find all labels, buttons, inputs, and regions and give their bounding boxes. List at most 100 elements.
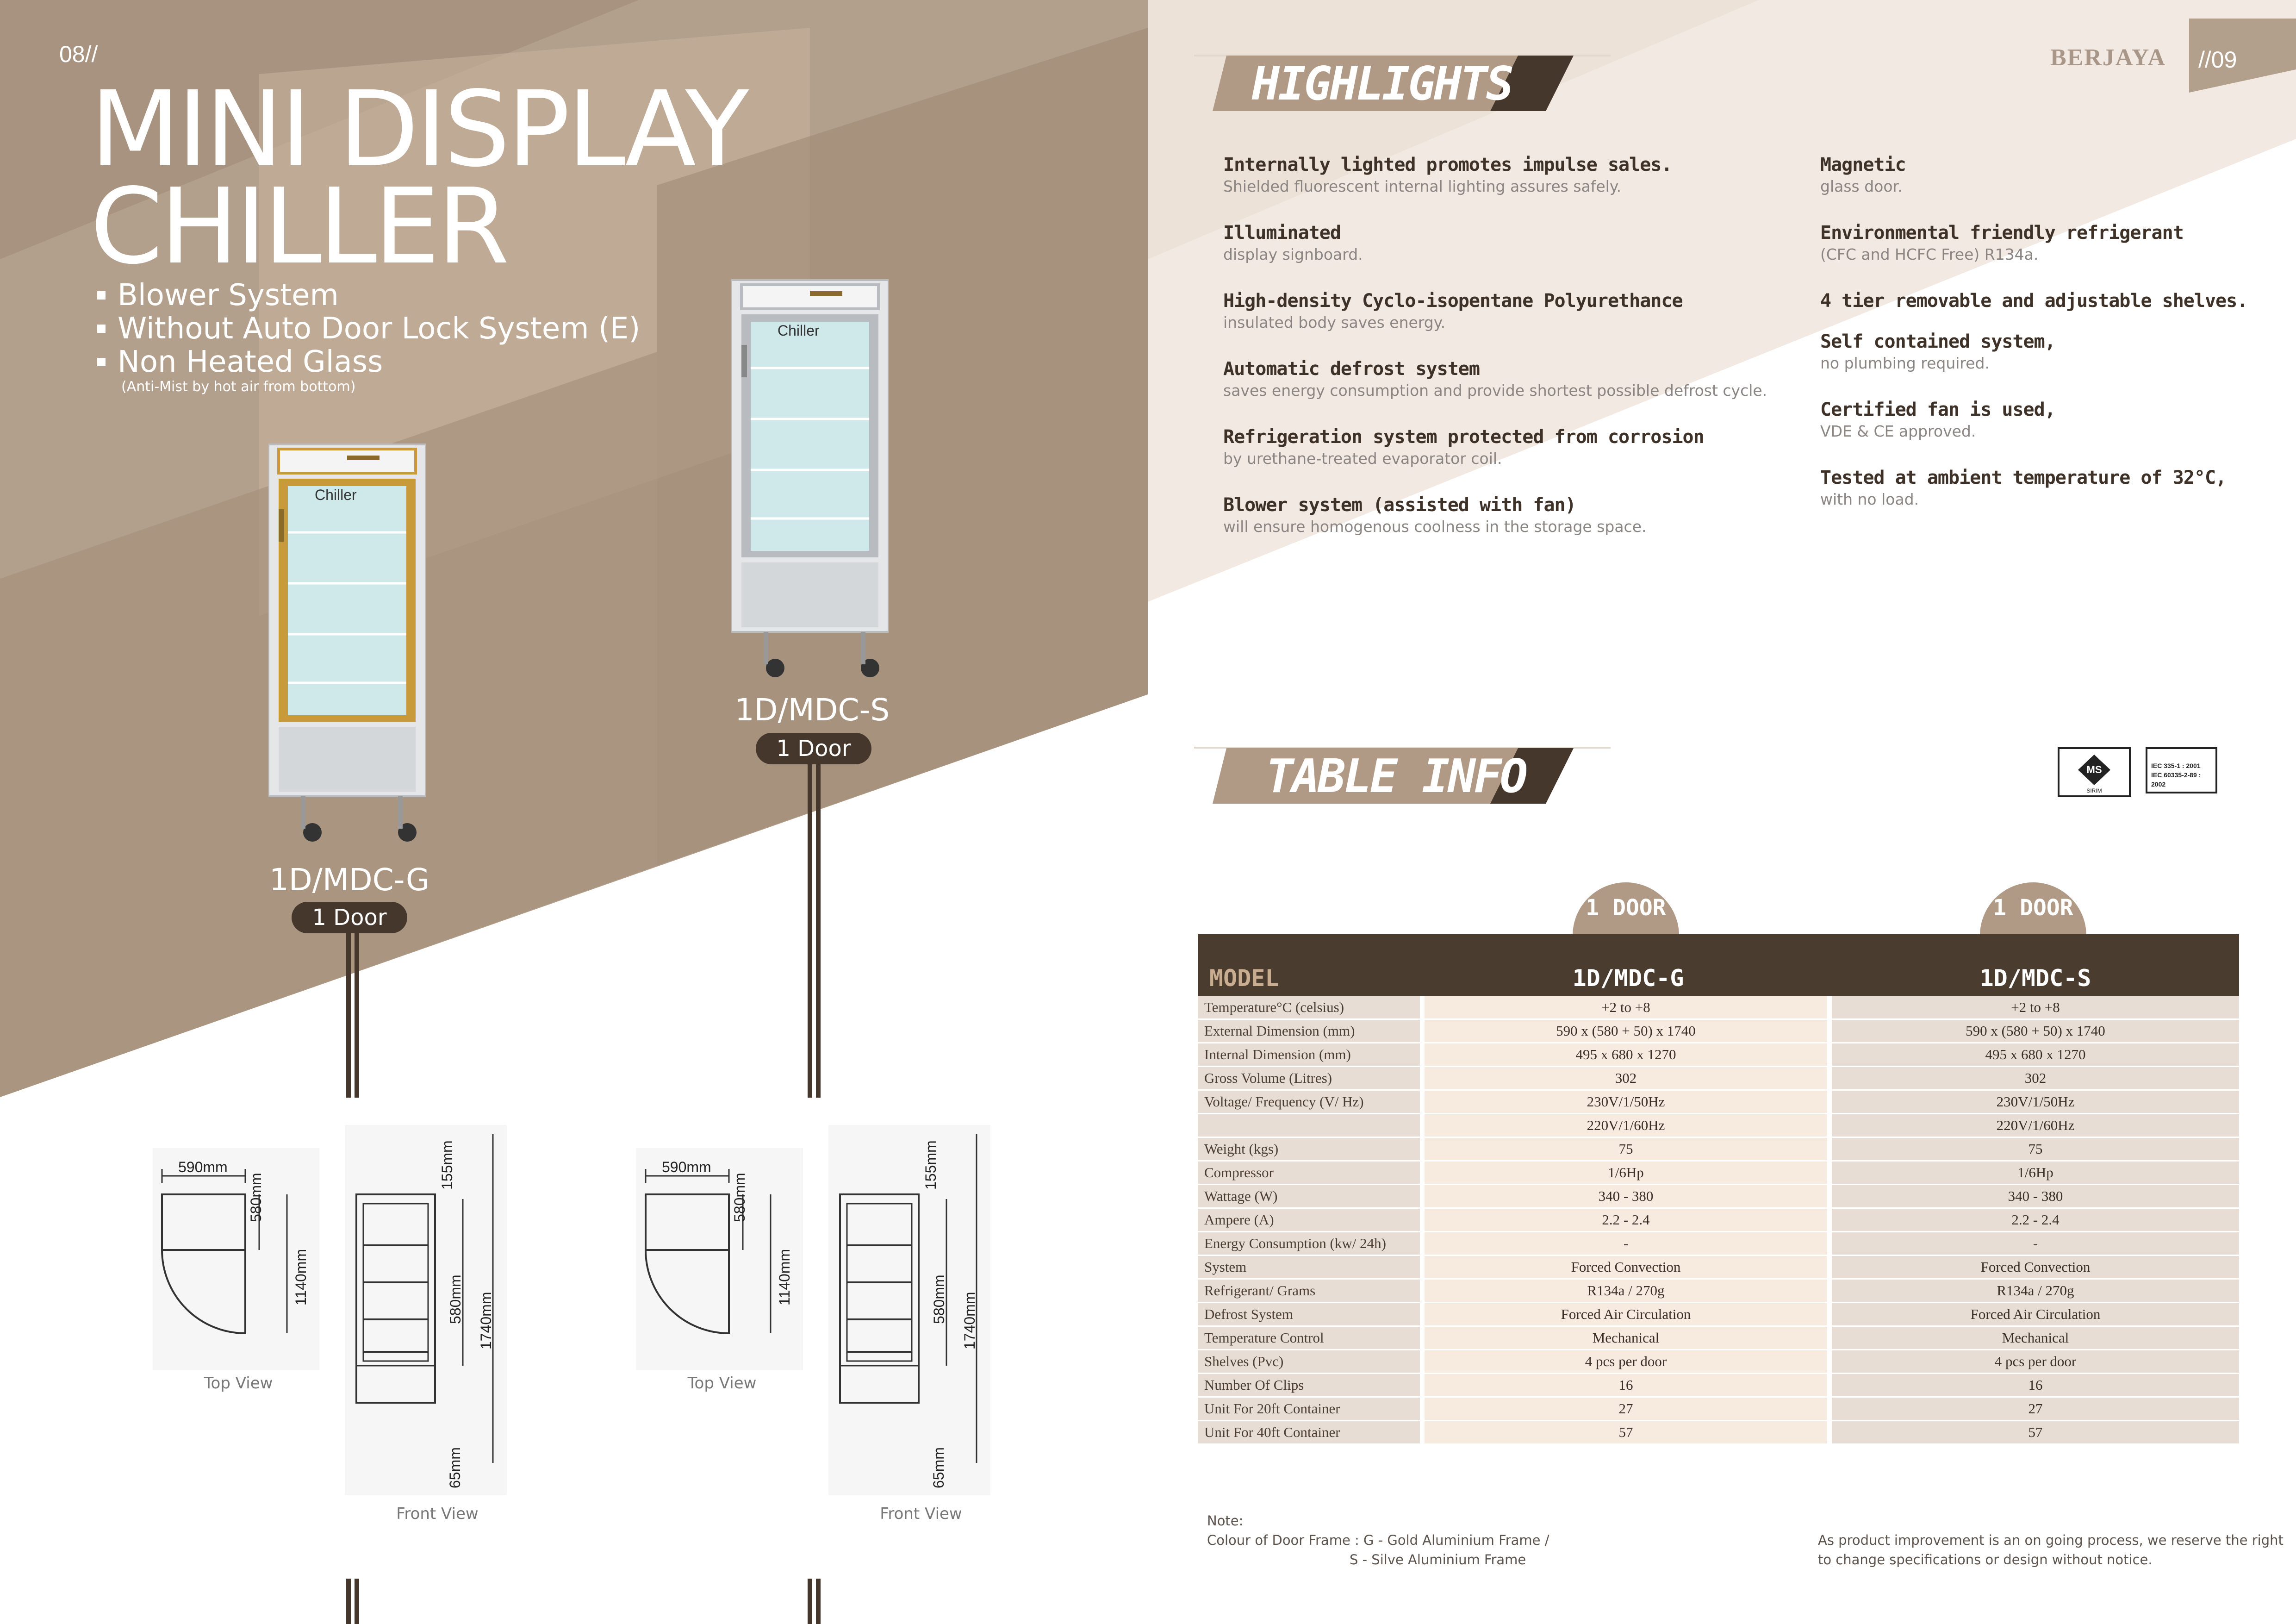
connector-line [808, 1579, 812, 1624]
highlight-item: Internally lighted promotes impulse sale… [1223, 154, 1672, 195]
feature-list: Blower System Without Auto Door Lock Sys… [97, 279, 640, 395]
disclaimer-line-2: to change specifications or design witho… [1818, 1552, 2153, 1568]
width-dimension-label: 590mm [178, 1159, 228, 1175]
row-label: Voltage/ Frequency (V/ Hz) [1198, 1091, 1425, 1114]
title-line-2: CHILLER [90, 166, 510, 287]
row-value-mdc-s: 1/6Hp [1832, 1162, 2239, 1185]
row-label: Temperature Control [1198, 1327, 1425, 1350]
footnote: Note: Colour of Door Frame : G - Gold Al… [1207, 1511, 1549, 1569]
depth-total-dimension-label: 1140mm [776, 1249, 793, 1305]
row-value-mdc-s: 57 [1832, 1421, 2239, 1445]
front-view-drawing [828, 1125, 990, 1495]
svg-text:SIRIM: SIRIM [2086, 787, 2102, 794]
svg-text:MS: MS [2087, 764, 2102, 775]
spec-table-container: MODEL 1D/MDC-G 1D/MDC-S Temperature°C (c… [1198, 934, 2239, 1445]
cabinet-label: Chiller [315, 487, 357, 503]
top-view-svg [161, 1169, 288, 1335]
front-view-svg [355, 1134, 494, 1463]
top-view-label: Top View [687, 1374, 757, 1393]
highlight-item: Tested at ambient temperature of 32°C,wi… [1820, 467, 2227, 508]
row-value-mdc-g: 230V/1/50Hz [1425, 1091, 1832, 1114]
row-value-mdc-s: 16 [1832, 1374, 2239, 1398]
page-title: MINI DISPLAY CHILLER [90, 69, 749, 287]
row-value-mdc-s: 27 [1832, 1398, 2239, 1421]
row-label: Refrigerant/ Grams [1198, 1280, 1425, 1303]
front-view-label: Front View [396, 1505, 479, 1523]
feature-note: (Anti-Mist by hot air from bottom) [121, 379, 356, 395]
row-value-mdc-s: - [1832, 1232, 2239, 1256]
feature-item: Blower System [97, 279, 640, 312]
row-label: Shelves (Pvc) [1198, 1350, 1425, 1374]
row-label: Defrost System [1198, 1303, 1425, 1327]
row-label: Compressor [1198, 1162, 1425, 1185]
row-label [1198, 1114, 1425, 1138]
title-line-1: MINI DISPLAY [90, 69, 749, 190]
highlight-item: High-density Cyclo-isopentane Polyuretha… [1223, 290, 1683, 331]
row-value-mdc-s: Forced Air Circulation [1832, 1303, 2239, 1327]
highlight-item: 4 tier removable and adjustable shelves. [1820, 290, 2248, 312]
table-info-band [1213, 748, 1574, 804]
bullet-icon [97, 358, 106, 366]
table-row: Temperature°C (celsius)+2 to +8+2 to +8 [1198, 996, 2239, 1020]
top-view-label: Top View [204, 1374, 273, 1393]
row-value-mdc-g: 75 [1425, 1138, 1832, 1162]
bottom-gap-dimension-label: 65mm [930, 1447, 947, 1488]
front-view-drawing [345, 1125, 507, 1495]
depth-total-dimension-label: 1140mm [292, 1249, 309, 1305]
highlight-item: Environmental friendly refrigerant(CFC a… [1820, 222, 2184, 263]
bullet-icon [97, 325, 106, 333]
row-label: Gross Volume (Litres) [1198, 1067, 1425, 1091]
row-value-mdc-s: 230V/1/50Hz [1832, 1091, 2239, 1114]
top-view-drawing [636, 1148, 803, 1370]
depth-dimension-label: 580mm [248, 1173, 264, 1222]
row-value-mdc-g: 302 [1425, 1067, 1832, 1091]
row-label: Ampere (A) [1198, 1209, 1425, 1232]
note-line-1: Colour of Door Frame : G - Gold Aluminiu… [1207, 1532, 1549, 1548]
connector-line [816, 764, 821, 1098]
spec-table-header: MODEL 1D/MDC-G 1D/MDC-S [1198, 934, 2239, 996]
heading-rule [1194, 747, 1611, 749]
connector-line [816, 1579, 821, 1624]
disclaimer: As product improvement is an on going pr… [1818, 1530, 2284, 1569]
row-value-mdc-g: 57 [1425, 1421, 1832, 1445]
row-value-mdc-s: Mechanical [1832, 1327, 2239, 1350]
product-door-badge: 1 Door [292, 902, 407, 933]
note-line-2: S - Silve Aluminium Frame [1350, 1552, 1526, 1568]
highlight-item: Certified fan is used,VDE & CE approved. [1820, 399, 2056, 440]
row-label: Unit For 40ft Container [1198, 1421, 1425, 1445]
product-door-badge: 1 Door [756, 733, 871, 764]
header-model-col1: 1D/MDC-G [1572, 965, 1684, 992]
row-value-mdc-g: 2.2 - 2.4 [1425, 1209, 1832, 1232]
top-gap-dimension-label: 155mm [922, 1140, 939, 1190]
total-height-dimension-label: 1740mm [478, 1292, 494, 1350]
bullet-icon [97, 291, 106, 300]
row-value-mdc-g: 340 - 380 [1425, 1185, 1832, 1209]
width-dimension-label: 590mm [662, 1159, 711, 1175]
row-label: External Dimension (mm) [1198, 1020, 1425, 1043]
row-value-mdc-s: 590 x (580 + 50) x 1740 [1832, 1020, 2239, 1043]
product-image-silver-chiller: Chiller [731, 279, 889, 677]
highlight-item: Blower system (assisted with fan)will en… [1223, 494, 1647, 536]
note-title: Note: [1207, 1513, 1244, 1529]
row-value-mdc-s: 340 - 380 [1832, 1185, 2239, 1209]
right-page-number: //09 [2198, 47, 2237, 73]
row-value-mdc-g: 495 x 680 x 1270 [1425, 1043, 1832, 1067]
connector-line [355, 1579, 359, 1624]
top-gap-dimension-label: 155mm [439, 1140, 455, 1190]
